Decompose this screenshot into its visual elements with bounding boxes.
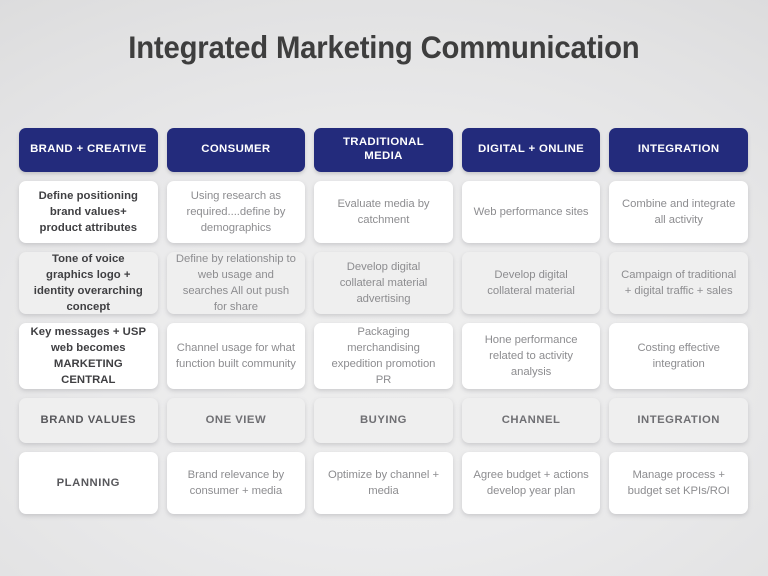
- matrix-cell[interactable]: ONE VIEW: [166, 398, 306, 443]
- matrix-row: Tone of voice graphics logo + identity o…: [19, 252, 748, 314]
- title-bar: Integrated Marketing Communication: [0, 29, 768, 66]
- page-title: Integrated Marketing Communication: [128, 29, 640, 65]
- matrix-cell[interactable]: Channel usage for what function built co…: [166, 323, 306, 389]
- matrix-cell-text: Costing effective integration: [637, 341, 720, 370]
- matrix-cell[interactable]: INTEGRATION: [609, 398, 748, 443]
- matrix-cell[interactable]: Combine and integrate all activity: [609, 181, 748, 243]
- matrix-cell-text: Develop digital collateral material: [487, 268, 575, 297]
- matrix-cell[interactable]: Develop digital collateral material: [461, 252, 601, 314]
- column-header-label: INTEGRATION: [637, 143, 720, 156]
- column-header-label: TRADITIONAL MEDIA: [342, 136, 424, 162]
- matrix-cell-text: Channel usage for what function built co…: [175, 341, 296, 370]
- matrix-cell-text: CHANNEL: [501, 414, 561, 427]
- matrix-cell[interactable]: Optimize by channel + media: [314, 452, 453, 514]
- matrix-cell-text: Packaging merchandising expedition promo…: [331, 325, 436, 387]
- column-header-label: DIGITAL + ONLINE: [478, 143, 585, 156]
- matrix-cell-text: INTEGRATION: [637, 414, 720, 427]
- matrix-cell[interactable]: Define by relationship to web usage and …: [166, 252, 306, 314]
- matrix-cell-text: Evaluate media by catchment: [337, 197, 430, 226]
- matrix-cell[interactable]: Costing effective integration: [609, 323, 748, 389]
- matrix-cell-text: Define by relationship to web usage and …: [175, 252, 296, 314]
- matrix-cell[interactable]: Agree budget + actions develop year plan: [461, 452, 601, 514]
- matrix-cell[interactable]: BRAND VALUES: [19, 398, 158, 443]
- matrix-cell[interactable]: Tone of voice graphics logo + identity o…: [19, 252, 158, 314]
- matrix-cell[interactable]: Key messages + USP web becomes MARKETING…: [19, 323, 158, 389]
- matrix-cell[interactable]: Manage process + budget set KPIs/ROI: [609, 452, 748, 514]
- matrix-header-row: BRAND + CREATIVE CONSUMER TRADITIONAL ME…: [19, 128, 748, 172]
- matrix-cell-text: Manage process + budget set KPIs/ROI: [627, 468, 730, 497]
- matrix-row: Define positioning brand values+ product…: [19, 181, 748, 243]
- column-header-consumer[interactable]: CONSUMER: [166, 128, 306, 172]
- matrix-cell[interactable]: BUYING: [314, 398, 453, 443]
- matrix-cell[interactable]: Develop digital collateral material adve…: [314, 252, 453, 314]
- matrix-cell[interactable]: Packaging merchandising expedition promo…: [314, 323, 453, 389]
- matrix-cell[interactable]: PLANNING: [19, 452, 158, 514]
- matrix-cell-text: Web performance sites: [473, 205, 589, 218]
- matrix-cell[interactable]: Campaign of traditional + digital traffi…: [609, 252, 748, 314]
- matrix-cell-text: Develop digital collateral material adve…: [339, 260, 428, 306]
- matrix-cell[interactable]: Brand relevance by consumer + media: [166, 452, 306, 514]
- matrix-cell-text: Define positioning brand values+ product…: [38, 189, 139, 235]
- matrix-cell[interactable]: CHANNEL: [461, 398, 601, 443]
- matrix-row: BRAND VALUES ONE VIEW BUYING CHANNEL INT…: [19, 398, 748, 443]
- matrix-cell[interactable]: Hone performance related to activity ana…: [461, 323, 601, 389]
- column-header-integration[interactable]: INTEGRATION: [609, 128, 748, 172]
- matrix-cell-text: BRAND VALUES: [40, 414, 137, 427]
- matrix-row: PLANNING Brand relevance by consumer + m…: [19, 452, 748, 514]
- matrix-cell[interactable]: Evaluate media by catchment: [314, 181, 453, 243]
- matrix-grid: BRAND + CREATIVE CONSUMER TRADITIONAL ME…: [19, 128, 748, 523]
- matrix-cell[interactable]: Using research as required....define by …: [166, 181, 306, 243]
- matrix-cell[interactable]: Web performance sites: [461, 181, 601, 243]
- column-header-label: BRAND + CREATIVE: [30, 143, 147, 156]
- matrix-cell-text: ONE VIEW: [205, 414, 267, 427]
- column-header-traditional-media[interactable]: TRADITIONAL MEDIA: [314, 128, 453, 172]
- matrix-cell[interactable]: Define positioning brand values+ product…: [19, 181, 158, 243]
- matrix-cell-text: Hone performance related to activity ana…: [484, 333, 578, 379]
- matrix-cell-text: Brand relevance by consumer + media: [187, 468, 285, 497]
- matrix-cell-text: Campaign of traditional + digital traffi…: [621, 268, 737, 297]
- matrix-row: Key messages + USP web becomes MARKETING…: [19, 323, 748, 389]
- matrix-cell-text: Agree budget + actions develop year plan: [473, 468, 589, 497]
- matrix-cell-text: Key messages + USP web becomes MARKETING…: [30, 325, 147, 387]
- matrix-cell-text: Combine and integrate all activity: [622, 197, 736, 226]
- column-header-label: CONSUMER: [201, 143, 271, 156]
- matrix-cell-text: Optimize by channel + media: [327, 468, 439, 497]
- matrix-cell-text: Tone of voice graphics logo + identity o…: [33, 252, 143, 314]
- matrix-cell-text: Using research as required....define by …: [186, 189, 286, 235]
- matrix-cell-text: PLANNING: [56, 476, 120, 489]
- matrix-cell-text: BUYING: [360, 414, 407, 427]
- column-header-brand-creative[interactable]: BRAND + CREATIVE: [19, 128, 158, 172]
- column-header-digital-online[interactable]: DIGITAL + ONLINE: [461, 128, 601, 172]
